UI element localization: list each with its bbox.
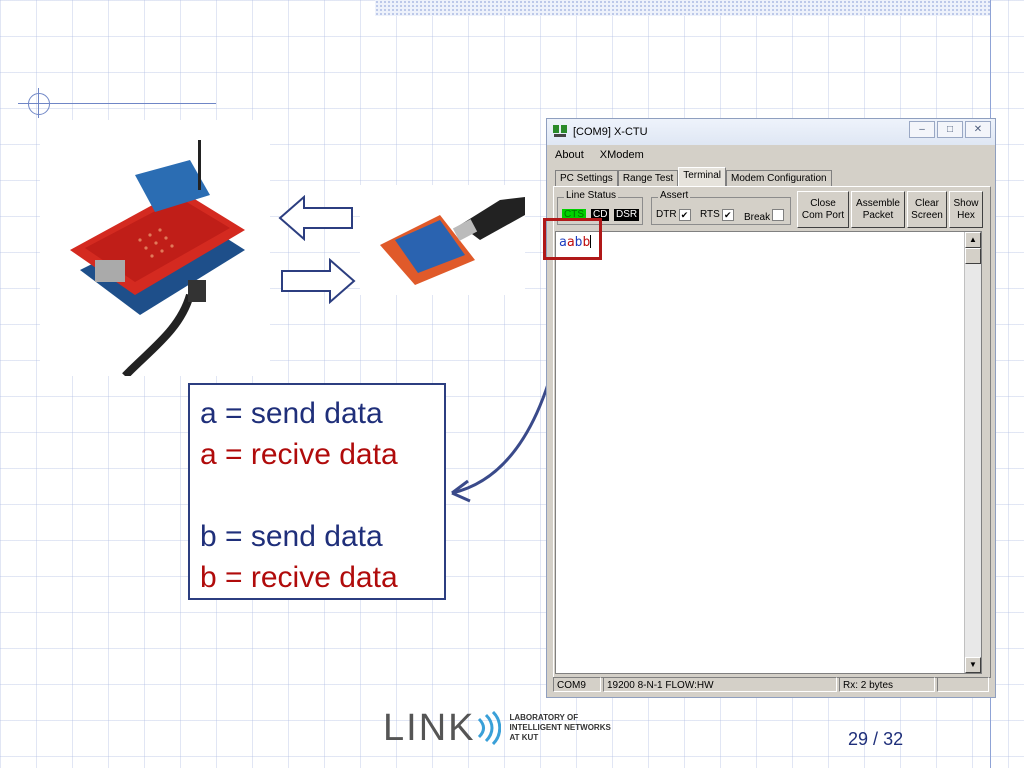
crosshair-decor xyxy=(18,103,216,104)
app-icon xyxy=(553,125,567,137)
terminal-char: a xyxy=(559,235,567,250)
tab-terminal[interactable]: Terminal xyxy=(678,167,727,187)
page-total: 32 xyxy=(883,729,904,749)
window-titlebar[interactable]: [COM9] X-CTU – □ ✕ xyxy=(547,119,995,145)
terminal-highlight-box xyxy=(543,218,602,260)
logo-sub-line: LABORATORY OF xyxy=(509,713,579,722)
dsr-lamp: DSR xyxy=(614,209,640,221)
logo-sub-line: AT KUT xyxy=(509,733,539,742)
legend-line: a = send data xyxy=(200,397,383,430)
status-settings: 19200 8-N-1 FLOW:HW xyxy=(603,677,837,692)
legend-line: b = recive data xyxy=(200,561,398,594)
page-number: 29 / 32 xyxy=(848,729,903,750)
assert-label: Assert xyxy=(658,190,691,201)
xctu-window: [COM9] X-CTU – □ ✕ About XModem PC Setti… xyxy=(546,118,996,698)
scroll-thumb[interactable] xyxy=(965,248,981,264)
logo-subtitle: LABORATORY OF INTELLIGENT NETWORKS AT KU… xyxy=(509,713,610,743)
tab-modem-configuration[interactable]: Modem Configuration xyxy=(726,170,832,186)
button-line: Packet xyxy=(862,209,894,221)
legend-line: a = recive data xyxy=(200,438,398,471)
terminal-char: b xyxy=(574,235,583,250)
legend-line-blank xyxy=(200,475,434,516)
button-line: Screen xyxy=(911,209,943,221)
dtr-label: DTR xyxy=(656,209,677,220)
terminal-output: aabb xyxy=(559,235,592,250)
tab-strip: PC Settings Range Test Terminal Modem Co… xyxy=(555,167,832,187)
check-icon: ✔ xyxy=(678,209,691,221)
page-current: 29 xyxy=(848,729,869,749)
scroll-up-icon[interactable]: ▲ xyxy=(965,232,981,248)
terminal-char: a xyxy=(566,235,575,250)
line-status-label: Line Status xyxy=(564,190,619,201)
status-port: COM9 xyxy=(553,677,601,692)
check-icon: ✔ xyxy=(721,209,734,221)
dtr-checkbox[interactable]: DTR✔ xyxy=(656,209,691,221)
arrow-left-icon xyxy=(278,194,354,246)
menu-about[interactable]: About xyxy=(555,149,584,161)
close-icon[interactable]: ✕ xyxy=(965,121,991,138)
tab-range-test[interactable]: Range Test xyxy=(617,170,679,186)
scroll-down-icon[interactable]: ▼ xyxy=(965,657,981,673)
rts-label: RTS xyxy=(700,209,720,220)
crosshair-decor-circle xyxy=(28,93,50,115)
link-logo: LINK LABORATORY OF INTELLIGENT NETWORKS … xyxy=(383,706,611,749)
text-cursor xyxy=(590,235,592,248)
xbee-usb-explorer-image xyxy=(360,185,525,295)
legend-line: b = send data xyxy=(200,520,383,553)
rts-checkbox[interactable]: RTS✔ xyxy=(700,209,734,221)
logo-sub-line: INTELLIGENT NETWORKS xyxy=(509,723,611,732)
maximize-icon[interactable]: □ xyxy=(937,121,963,138)
window-title: [COM9] X-CTU xyxy=(573,126,648,138)
terminal-textarea[interactable]: aabb ▲ ▼ xyxy=(555,231,982,674)
signal-waves-icon xyxy=(478,711,502,745)
tab-pc-settings[interactable]: PC Settings xyxy=(555,170,618,186)
page-separator: / xyxy=(873,729,879,749)
button-line: Com Port xyxy=(801,209,845,221)
button-line: Hex xyxy=(957,209,975,221)
button-line: Show xyxy=(953,197,979,209)
status-bar: COM9 19200 8-N-1 FLOW:HW Rx: 2 bytes xyxy=(553,677,989,692)
break-checkbox[interactable]: Break xyxy=(744,209,785,224)
terminal-char: b xyxy=(582,235,591,250)
menu-xmodem[interactable]: XModem xyxy=(599,149,644,161)
menubar: About XModem xyxy=(553,149,658,165)
minimize-icon[interactable]: – xyxy=(909,121,935,138)
break-label: Break xyxy=(744,212,771,223)
vertical-scrollbar[interactable]: ▲ ▼ xyxy=(964,232,981,673)
checkbox-empty-icon xyxy=(772,209,785,221)
status-empty xyxy=(937,677,989,692)
arduino-xbee-board-image xyxy=(40,120,270,376)
top-decor-band xyxy=(375,0,990,16)
status-rx: Rx: 2 bytes xyxy=(839,677,935,692)
button-line: Close xyxy=(810,197,836,209)
assert-group: Assert DTR✔ RTS✔ Break xyxy=(651,190,791,225)
button-line: Assemble xyxy=(856,197,900,209)
logo-word: LINK xyxy=(383,706,476,749)
legend-box: a = send data a = recive data b = send d… xyxy=(188,383,446,600)
button-line: Clear xyxy=(915,197,939,209)
arrow-right-icon xyxy=(280,257,356,309)
